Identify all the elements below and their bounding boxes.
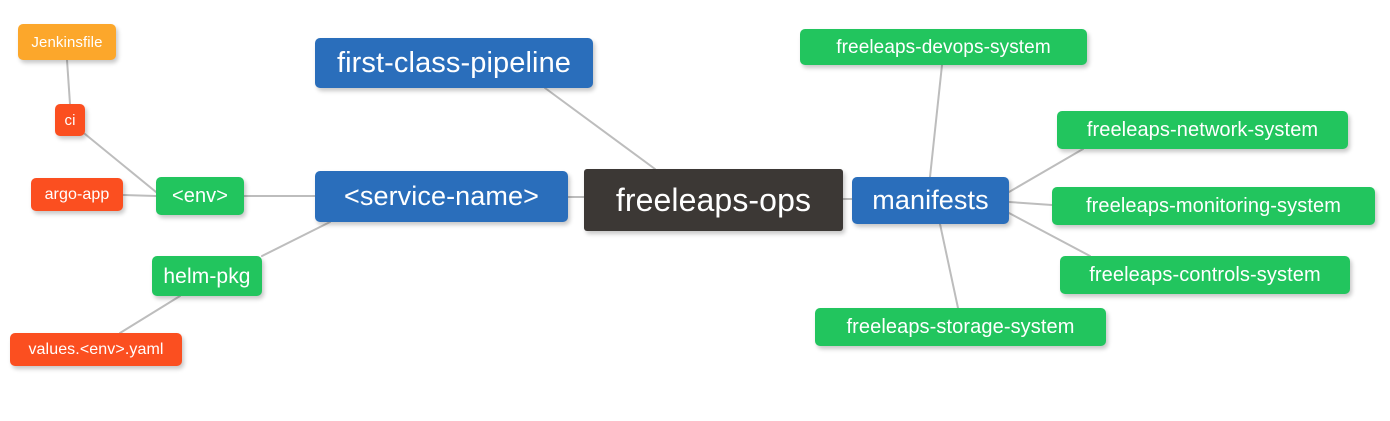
edge-helm-pkg-to-service-name: [261, 221, 331, 257]
node-jenkinsfile[interactable]: Jenkinsfile: [18, 24, 116, 60]
node-helm-pkg[interactable]: helm-pkg: [152, 256, 262, 296]
edge-first-class-pipeline-to-freeleaps-ops: [544, 87, 656, 170]
node-argo-app[interactable]: argo-app: [31, 178, 123, 211]
node-ci[interactable]: ci: [55, 104, 85, 136]
node-freeleaps-storage-system[interactable]: freeleaps-storage-system: [815, 308, 1106, 346]
node-freeleaps-network-system[interactable]: freeleaps-network-system: [1057, 111, 1348, 149]
node-env[interactable]: <env>: [156, 177, 244, 215]
edge-manifests-to-freeleaps-network-system: [1008, 148, 1084, 193]
node-freeleaps-ops[interactable]: freeleaps-ops: [584, 169, 843, 231]
node-manifests[interactable]: manifests: [852, 177, 1009, 224]
edge-manifests-to-freeleaps-storage-system: [939, 223, 959, 309]
edge-manifests-to-freeleaps-devops-system: [929, 64, 943, 178]
node-freeleaps-monitoring-system[interactable]: freeleaps-monitoring-system: [1052, 187, 1375, 225]
node-freeleaps-controls-system[interactable]: freeleaps-controls-system: [1060, 256, 1350, 294]
edge-manifests-to-freeleaps-monitoring-system: [1008, 201, 1053, 206]
node-service-name[interactable]: <service-name>: [315, 171, 568, 222]
node-values-env-yaml[interactable]: values.<env>.yaml: [10, 333, 182, 366]
node-freeleaps-devops-system[interactable]: freeleaps-devops-system: [800, 29, 1087, 65]
edge-values-env-yaml-to-helm-pkg: [119, 295, 181, 334]
edge-argo-app-to-env: [122, 194, 157, 197]
node-first-class-pipeline[interactable]: first-class-pipeline: [315, 38, 593, 88]
edge-jenkinsfile-to-ci: [66, 59, 71, 105]
